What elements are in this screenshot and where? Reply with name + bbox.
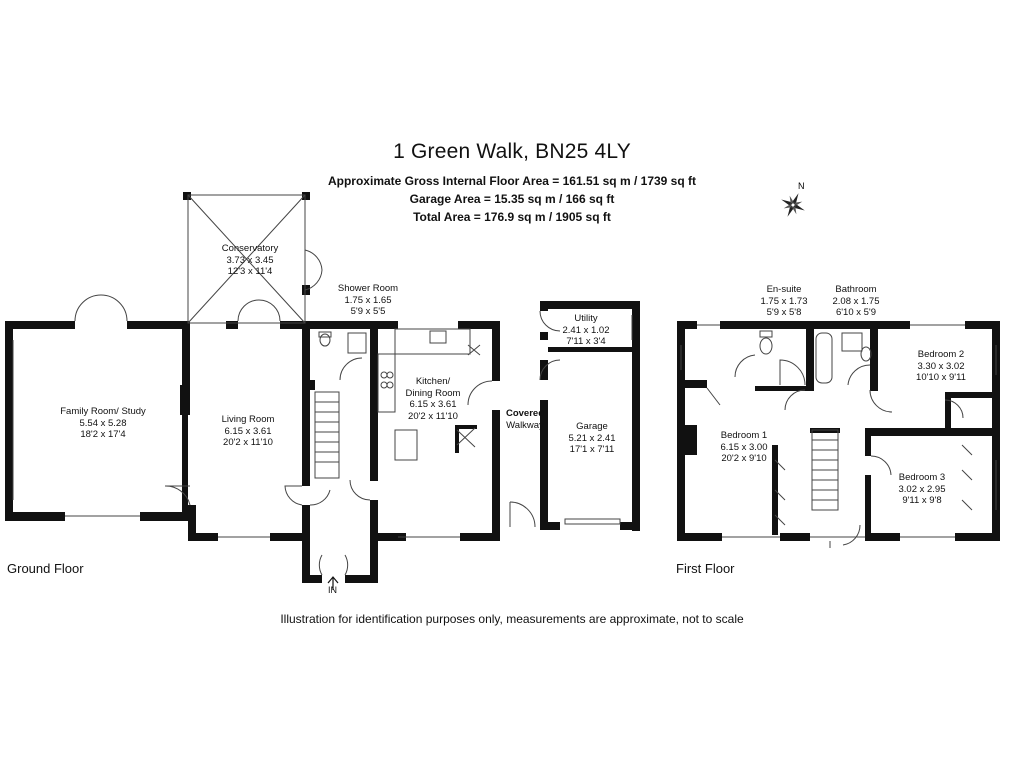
room-garage: Garage 5.21 x 2.41 17'1 x 7'11: [568, 421, 616, 455]
room-bathroom: Bathroom 2.08 x 1.75 6'10 x 5'9: [832, 284, 880, 318]
disclaimer-text: Illustration for identification purposes…: [280, 612, 744, 626]
total-area: Total Area = 176.9 sq m / 1905 sq ft: [413, 210, 611, 224]
property-title: 1 Green Walk, BN25 4LY: [393, 140, 631, 163]
compass-rose-icon: N: [781, 181, 805, 217]
ground-floor-details: [12, 194, 633, 590]
covered-walkway-label: Covered Walkway: [505, 408, 544, 431]
room-shower-room: Shower Room 1.75 x 1.65 5'9 x 5'5: [337, 283, 399, 317]
room-ensuite: En-suite 1.75 x 1.73 5'9 x 5'8: [760, 284, 808, 318]
ground-floor-label: Ground Floor: [7, 561, 84, 576]
room-kitchen: Kitchen/ Dining Room 6.15 x 3.61 20'2 x …: [405, 376, 461, 422]
room-family-room: Family Room/ Study 5.54 x 5.28 18'2 x 17…: [60, 406, 146, 440]
room-bedroom-3: Bedroom 3 3.02 x 2.95 9'11 x 9'8: [898, 472, 946, 506]
room-bedroom-1: Bedroom 1 6.15 x 3.00 20'2 x 9'10: [720, 430, 768, 464]
first-floor-label: First Floor: [676, 561, 735, 576]
entrance-label: IN: [328, 585, 337, 595]
ground-floor-walls: [5, 192, 640, 583]
room-conservatory: Conservatory 3.73 x 3.45 12'3 x 11'4: [221, 243, 279, 277]
first-floor-details: [680, 324, 997, 548]
room-bedroom-2: Bedroom 2 3.30 x 3.02 10'10 x 9'11: [916, 349, 966, 383]
compass-north-label: N: [798, 181, 805, 191]
garage-area: Garage Area = 15.35 sq m / 166 sq ft: [409, 192, 615, 206]
plan-header: 1 Green Walk, BN25 4LY Approximate Gross…: [0, 140, 1024, 226]
room-living-room: Living Room 6.15 x 3.61 20'2 x 11'10: [221, 414, 275, 448]
room-utility: Utility 2.41 x 1.02 7'11 x 3'4: [562, 313, 610, 347]
gross-area: Approximate Gross Internal Floor Area = …: [327, 174, 697, 188]
